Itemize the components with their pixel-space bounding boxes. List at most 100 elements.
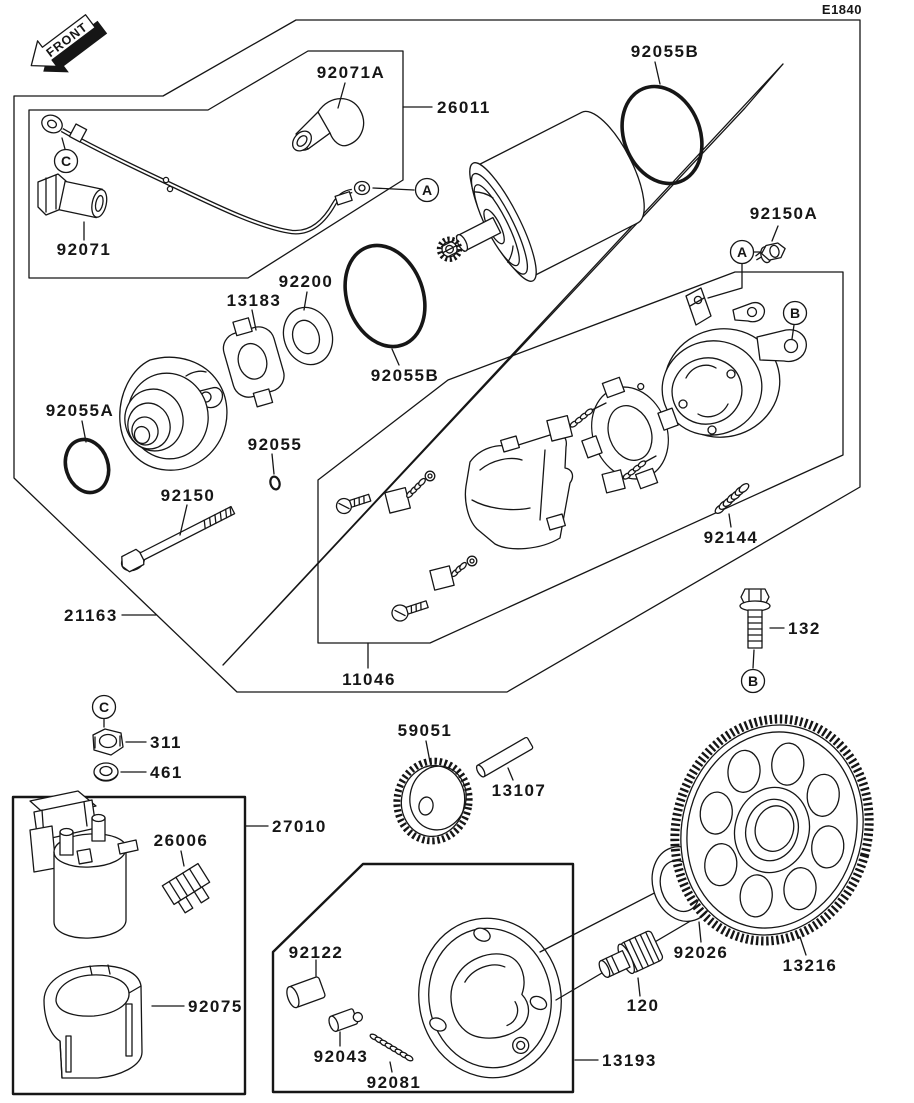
mount-lug [756, 329, 807, 363]
relay-terminal-post-left [59, 827, 74, 856]
front-direction-arrow: FRONT [30, 14, 108, 73]
bolt-132 [739, 588, 771, 649]
relay-box [11, 795, 247, 1096]
battery-cable [41, 114, 371, 235]
part-label-92043: 92043 [314, 1047, 369, 1066]
ref-letter-b-bottom: B [748, 673, 758, 689]
ref-circle-b-bottom [740, 668, 766, 694]
motor-pinion [436, 236, 463, 262]
leader-ref-b-bottom [752, 649, 755, 669]
cable-eyelet-rear [353, 180, 371, 196]
part-label-461: 461 [150, 763, 183, 782]
part-label-92150: 92150 [161, 486, 216, 505]
gear-lightening-holes [699, 742, 845, 918]
part-label-120: 120 [627, 996, 660, 1015]
leader-26006 [180, 850, 185, 867]
part-label-26006: 26006 [154, 831, 209, 850]
bolt-92150 [120, 505, 236, 573]
spring-92081 [368, 1032, 415, 1063]
leader-92150 [179, 504, 188, 536]
brush-screw-lower [391, 600, 429, 622]
part-label-311: 311 [150, 733, 182, 752]
terminal-cap-92071 [37, 173, 108, 219]
part-label-132: 132 [788, 619, 821, 638]
cable-eyelet-front [41, 114, 63, 134]
part-label-92144: 92144 [704, 528, 759, 547]
clutch-box [271, 862, 575, 1094]
leader-59051 [425, 740, 431, 763]
part-label-92122: 92122 [289, 943, 344, 962]
part-label-27010: 27010 [272, 817, 327, 836]
oring-92055A [63, 437, 111, 495]
pin-13107 [475, 736, 534, 778]
starter-relay [29, 790, 139, 939]
leader-92144 [728, 513, 732, 528]
leader-ref-a-mid [372, 187, 415, 191]
leader-92026 [698, 921, 702, 943]
part-label-92075: 92075 [188, 997, 243, 1016]
leader-92081 [389, 1061, 393, 1073]
leader-ref-b-right [791, 324, 795, 340]
brush-lower-left [429, 555, 478, 591]
starter-motor [436, 110, 645, 282]
brush-upper-left [384, 470, 436, 514]
outer-assembly-box [13, 19, 861, 693]
terminal-boot-92071A [291, 97, 365, 152]
part-label-92055B-top: 92055B [631, 42, 700, 61]
ref-letter-c: C [61, 153, 71, 169]
ref-circle-b-right [782, 300, 808, 326]
part-label-26011: 26011 [437, 98, 491, 117]
leader-120 [637, 977, 641, 997]
end-cover [661, 287, 807, 438]
gear-59051 [393, 757, 473, 845]
leader-92055A [81, 420, 87, 443]
ref-letter-a: A [422, 182, 432, 198]
leader-ref-c-top [61, 137, 66, 150]
cable-assembly-box [28, 50, 404, 279]
leader-clutch-to-washer [539, 885, 669, 953]
cable-ferrule-rear [334, 191, 353, 206]
cable-clip [162, 176, 174, 193]
part-label-11046: 11046 [342, 670, 396, 689]
upper-ear [732, 301, 766, 323]
leader-13183 [251, 309, 257, 331]
part-label-13183: 13183 [227, 291, 282, 310]
oring-92055B-mid [343, 243, 427, 349]
terminal-tab [685, 287, 712, 326]
ring-gear-13216 [670, 714, 874, 946]
fuse-26006 [161, 862, 211, 914]
part-label-92055A: 92055A [46, 401, 115, 420]
brush-screw-upper [335, 493, 372, 515]
washer-92200 [282, 306, 334, 366]
oring-92055 [269, 475, 281, 491]
part-label-59051: 59051 [398, 721, 453, 740]
clutch-housing [418, 917, 562, 1079]
assembly-direction-arrow [222, 63, 784, 666]
roller-92122 [286, 976, 326, 1009]
ref-circle-c-top [53, 148, 79, 174]
page-code: E1840 [822, 2, 862, 17]
leader-92055B-mid [391, 348, 400, 366]
oring-92055B-top [620, 84, 704, 186]
leader-13216 [799, 936, 807, 956]
relay-terminal-post-right [91, 813, 106, 842]
washer-461 [93, 762, 119, 782]
leader-92055 [271, 453, 275, 475]
tab-washer-13183 [222, 317, 285, 408]
part-label-92026: 92026 [674, 943, 729, 962]
part-label-92071A: 92071A [317, 63, 386, 82]
brush-upper-right [546, 402, 607, 442]
part-label-92055: 92055 [248, 435, 303, 454]
ref-letter-a-right: A [737, 244, 747, 260]
part-label-13216: 13216 [783, 956, 838, 975]
ref-circle-a-mid [414, 177, 440, 203]
cable-ferrule [68, 123, 88, 143]
part-label-13107: 13107 [492, 781, 547, 800]
ref-letter-b-right: B [790, 305, 800, 321]
brush-holder-box [317, 271, 844, 644]
part-label-92200: 92200 [279, 272, 334, 291]
part-label-92071: 92071 [57, 240, 112, 259]
bolt-120 [598, 930, 664, 978]
part-label-13193: 13193 [602, 1051, 657, 1070]
